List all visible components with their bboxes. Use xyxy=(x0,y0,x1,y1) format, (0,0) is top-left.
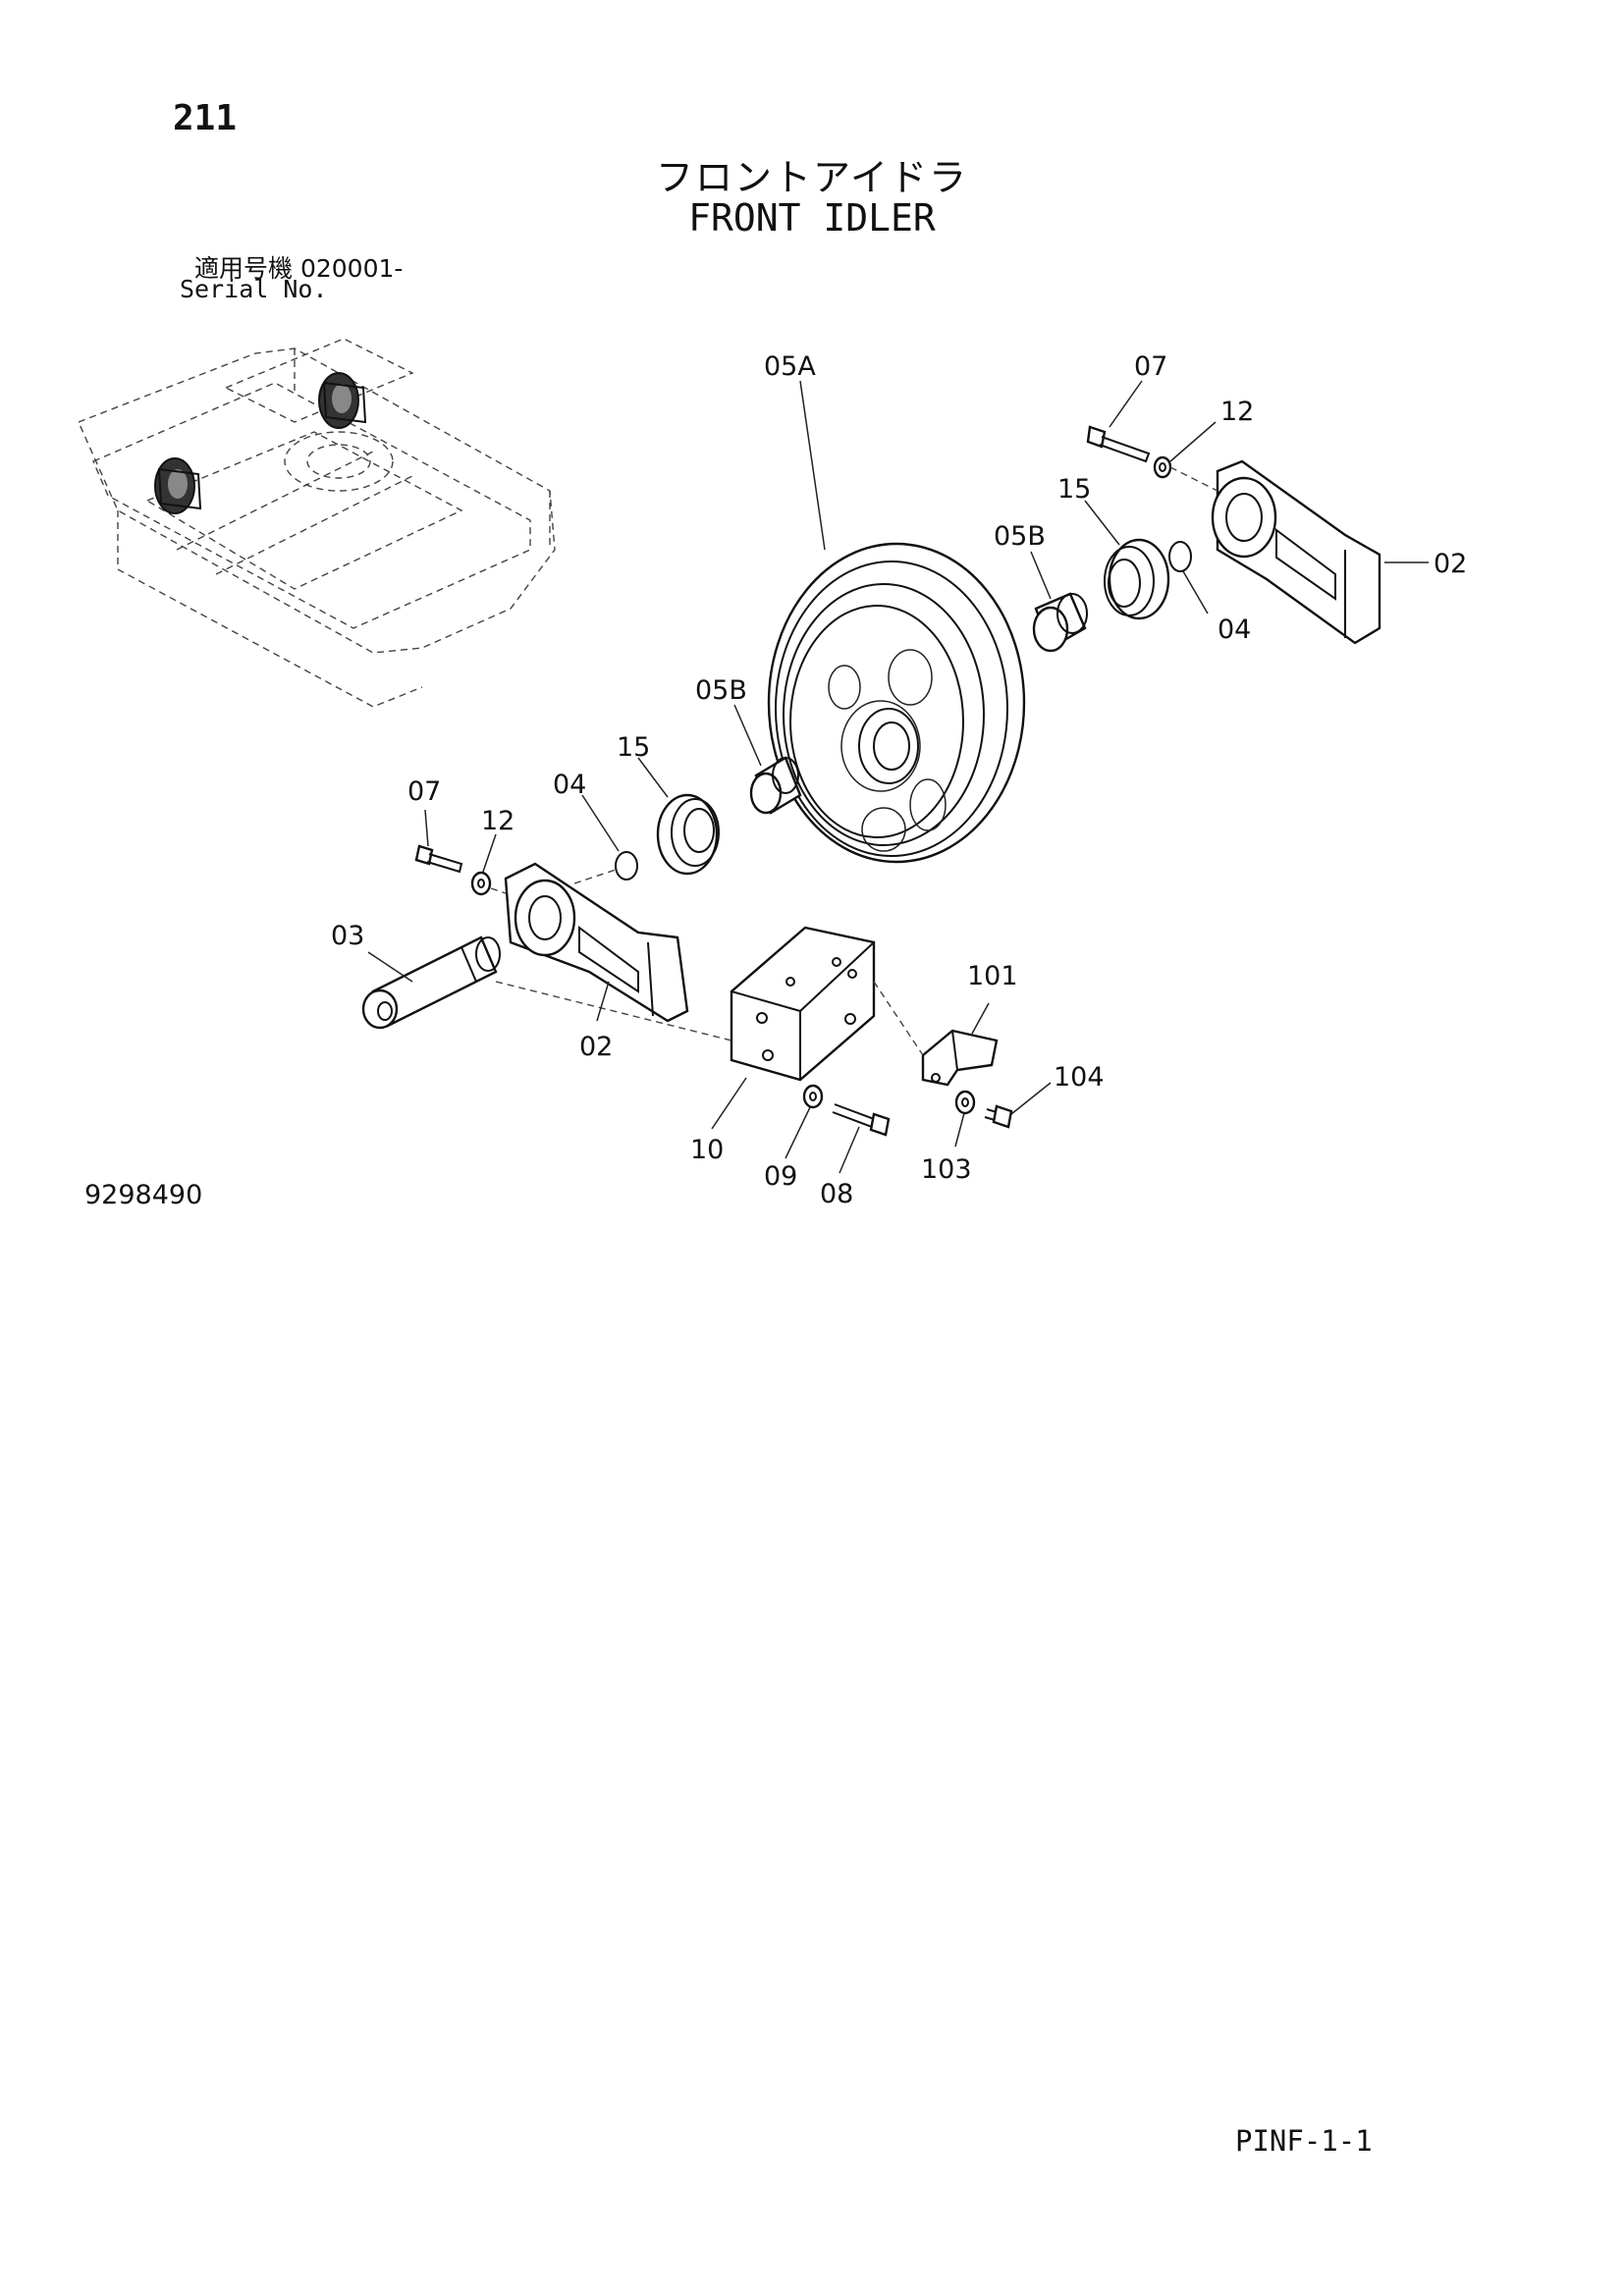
drawing-number: 9298490 xyxy=(84,1180,203,1210)
plate-10 xyxy=(730,926,876,1082)
page-title-jp: フロントアイドラ xyxy=(655,156,969,199)
bracket-02-left xyxy=(504,862,689,1023)
bolt-07-left xyxy=(414,844,463,874)
serial-label-en: Serial No. xyxy=(180,275,328,303)
callout-04-right: 04 xyxy=(1218,614,1251,645)
callout-15-mid: 15 xyxy=(617,732,650,763)
callout-04-mid: 04 xyxy=(553,770,586,800)
callout-08: 08 xyxy=(820,1179,853,1209)
page-title-en: FRONT IDLER xyxy=(688,196,936,240)
callout-09: 09 xyxy=(764,1161,797,1192)
callout-10: 10 xyxy=(690,1135,724,1165)
callout-15-top: 15 xyxy=(1057,474,1091,505)
footer-code: PINF-1-1 xyxy=(1235,2124,1373,2158)
bolt-08 xyxy=(832,1103,891,1137)
callout-05b-mid: 05B xyxy=(695,675,747,706)
assembly-axis-lines xyxy=(490,466,1218,1056)
callout-12-top: 12 xyxy=(1220,397,1254,427)
bolt-104 xyxy=(984,1104,1013,1129)
washer-103 xyxy=(954,1090,976,1115)
leader-lines xyxy=(367,380,1429,1174)
callout-07-left: 07 xyxy=(407,776,441,807)
floating-seal-15-right xyxy=(1104,538,1170,620)
serial-label-jp: 適用号機 020001- xyxy=(194,254,404,283)
guard-101 xyxy=(921,1029,999,1087)
floating-seal-15-left xyxy=(656,793,720,876)
callout-101: 101 xyxy=(967,961,1018,991)
shaft-03 xyxy=(361,935,501,1030)
o-ring-04-left xyxy=(615,851,638,881)
bushing-05B-right xyxy=(1032,592,1088,653)
callout-05a: 05A xyxy=(764,351,816,382)
callout-07-top: 07 xyxy=(1134,351,1167,382)
callout-104: 104 xyxy=(1054,1062,1105,1093)
undercarriage-locator-icon xyxy=(78,338,556,708)
callout-12-left: 12 xyxy=(481,806,514,836)
callout-02-left: 02 xyxy=(579,1032,613,1062)
washer-12-right xyxy=(1153,455,1172,479)
page-number: 211 xyxy=(173,98,238,138)
washer-12-left xyxy=(470,871,492,896)
bushing-05B-left xyxy=(749,756,802,815)
bracket-02-right xyxy=(1211,459,1381,645)
o-ring-04-right xyxy=(1168,541,1192,572)
washer-09 xyxy=(802,1084,824,1109)
callout-103: 103 xyxy=(921,1154,972,1185)
bolt-07-right xyxy=(1086,425,1151,463)
idler-wheel-05A xyxy=(767,542,1026,864)
callout-05b-top: 05B xyxy=(994,521,1046,552)
callout-03: 03 xyxy=(331,921,364,951)
callout-02-right: 02 xyxy=(1434,549,1467,579)
